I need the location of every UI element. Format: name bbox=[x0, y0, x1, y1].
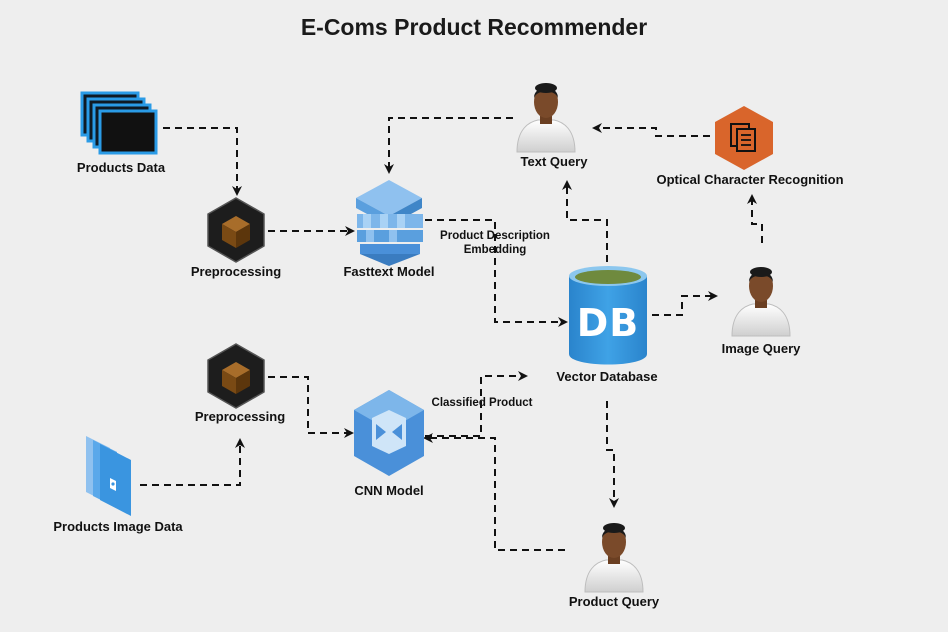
edge-fasttext-to-db bbox=[425, 219, 568, 327]
label-products-data: Products Data bbox=[76, 160, 166, 175]
label-products-image-data: Products Image Data bbox=[53, 519, 183, 534]
image-query-person-icon bbox=[731, 266, 791, 337]
edge-label-classified-product: Classified Product bbox=[431, 397, 533, 409]
edge-db-to-textquery bbox=[562, 180, 608, 262]
vector-database-icon bbox=[569, 266, 647, 365]
label-text-query: Text Query bbox=[520, 154, 588, 169]
ocr-icon bbox=[715, 106, 773, 170]
preprocessing-bottom-icon bbox=[207, 343, 265, 409]
edge-imagedata-to-preprocessing bbox=[140, 438, 245, 486]
edge-products-to-preprocessing bbox=[163, 127, 242, 196]
label-cnn-model: CNN Model bbox=[354, 483, 424, 498]
edge-db-to-productquery bbox=[606, 401, 619, 508]
text-query-person-icon bbox=[516, 82, 576, 153]
preprocessing-top-icon bbox=[207, 197, 265, 263]
cnn-model-icon bbox=[354, 390, 424, 476]
label-fasttext-model: Fasttext Model bbox=[343, 264, 435, 279]
label-ocr: Optical Character Recognition bbox=[656, 172, 844, 187]
label-image-query: Image Query bbox=[721, 341, 801, 356]
fasttext-model-icon bbox=[356, 180, 423, 266]
edge-label-product-description: Product Description Embedding bbox=[430, 229, 560, 257]
edge-imagequery-to-ocr bbox=[747, 194, 763, 243]
label-vector-database: Vector Database bbox=[556, 369, 658, 384]
label-preprocessing-bottom: Preprocessing bbox=[194, 409, 286, 424]
product-query-person-icon bbox=[584, 522, 644, 593]
edge-label-product-description-line1: Product Description bbox=[440, 230, 550, 242]
edge-ocr-to-textquery bbox=[592, 123, 710, 137]
products-image-data-icon bbox=[86, 436, 131, 516]
edge-productquery-to-cnn bbox=[423, 433, 565, 551]
edge-textquery-to-fasttext bbox=[384, 117, 513, 174]
products-data-icon bbox=[80, 91, 158, 155]
edge-label-product-description-line2: Embedding bbox=[463, 244, 527, 256]
label-preprocessing-top: Preprocessing bbox=[190, 264, 282, 279]
edge-preprocessing-to-cnn bbox=[268, 376, 354, 438]
db-icon-text: DB bbox=[576, 301, 640, 345]
label-product-query: Product Query bbox=[568, 594, 660, 609]
edge-db-to-imagequery bbox=[652, 291, 718, 316]
page-title: E-Coms Product Recommender bbox=[300, 14, 648, 40]
edge-cnn-to-db bbox=[425, 371, 528, 437]
